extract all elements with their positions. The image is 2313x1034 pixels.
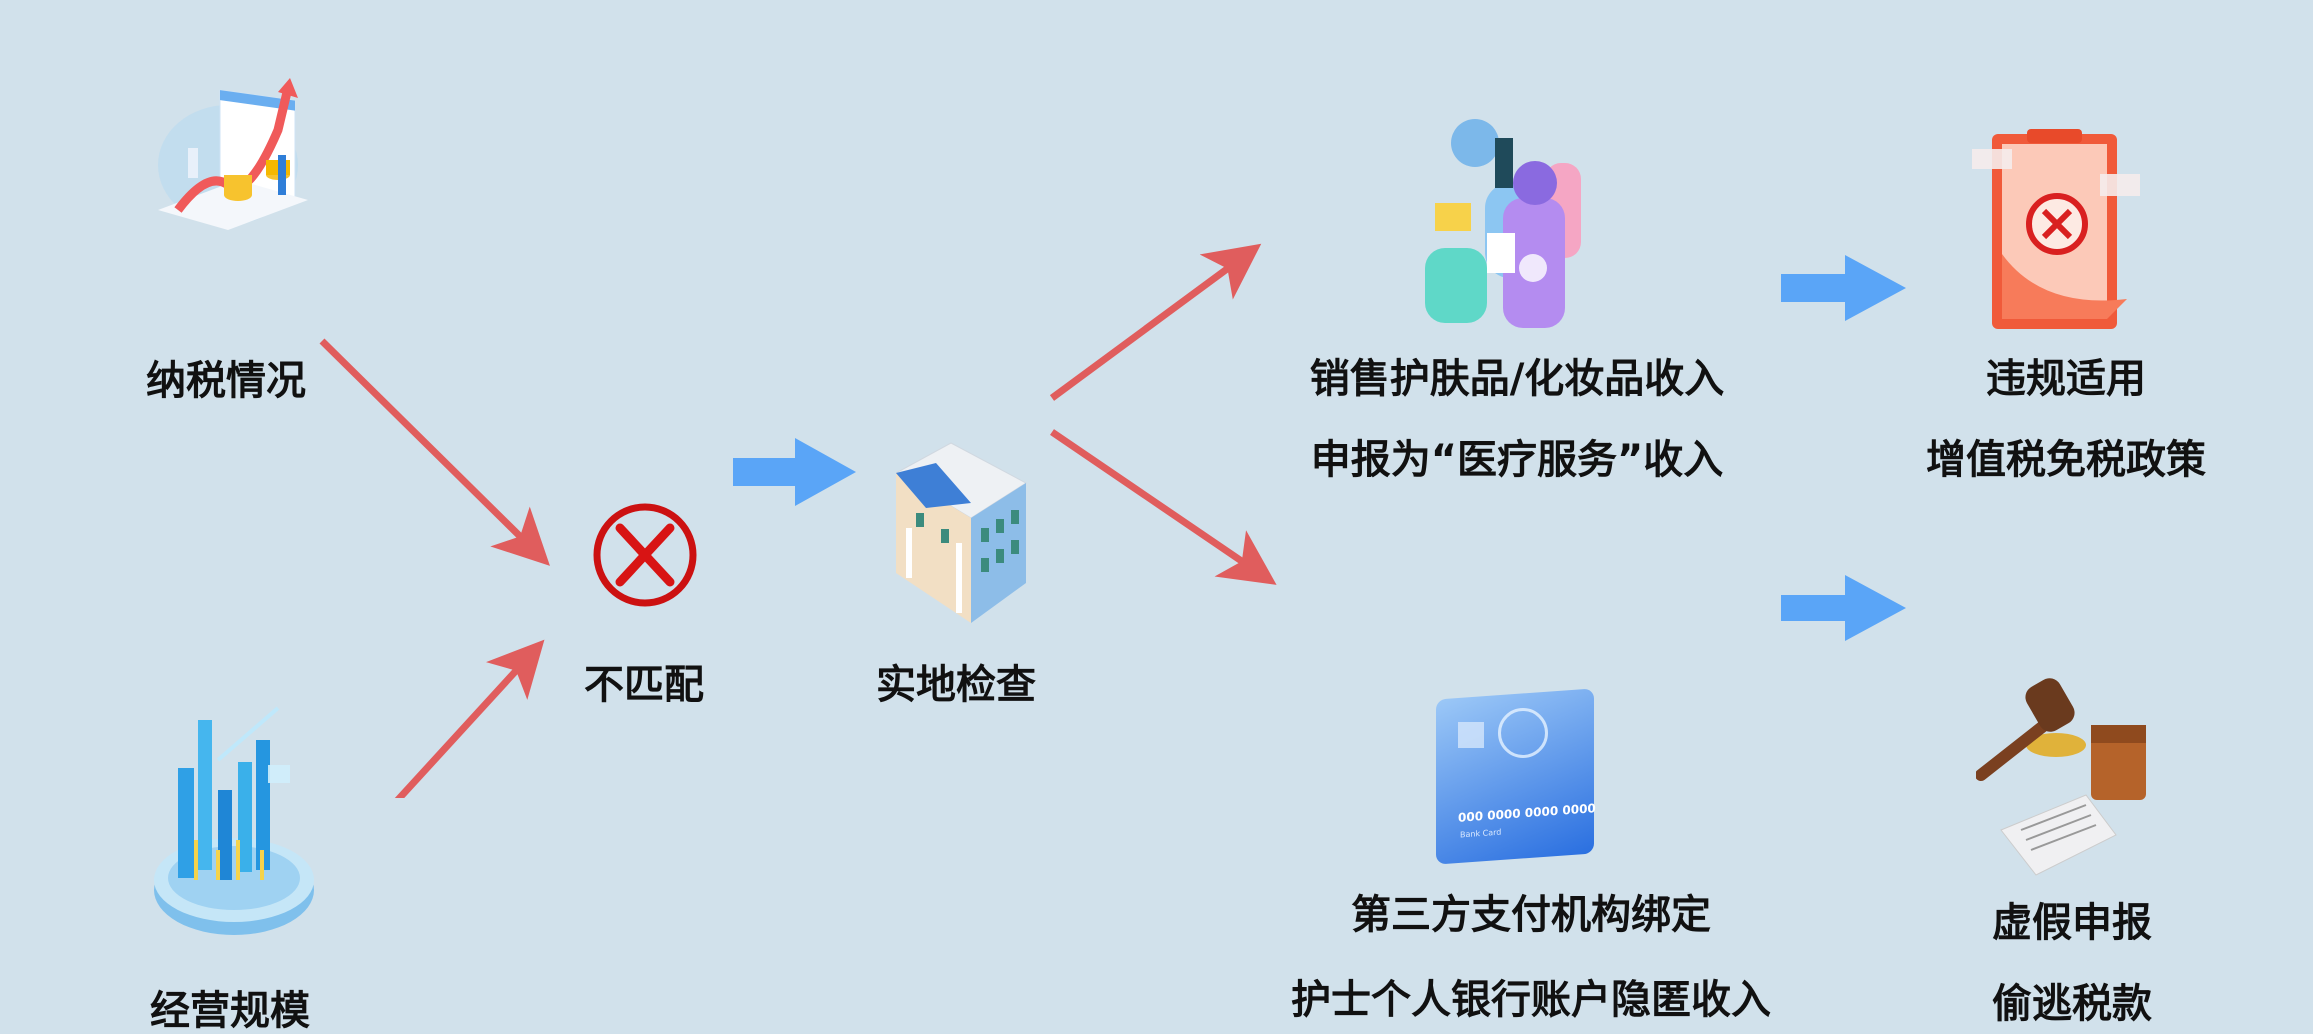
rejected-clipboard-icon [1972,129,2140,329]
node-evasion-line1: 虚假申报 [1992,900,2152,946]
node-payment-line1: 第三方支付机构绑定 [1351,892,1711,938]
node-tax-status: 纳税情况 [146,358,306,404]
node-cosmetics-line1: 销售护肤品/化妆品收入 [1309,356,1725,402]
arrow-inspection-to-cosmetics [1049,243,1262,401]
node-vat-line1: 违规适用 [1986,356,2146,402]
arrow-tax-to-mismatch [319,338,550,566]
tax-report-chart-icon [158,78,308,230]
cosmetics-bottles-icon [1425,119,1581,328]
node-business-scale: 经营规模 [150,988,310,1034]
cross-circle-icon [593,503,697,607]
gavel-document-icon [1976,678,2146,876]
node-payment-line2: 护士个人银行账户隐匿收入 [1291,977,1771,1023]
bank-card-icon: 000 0000 0000 0000 Bank Card [1436,688,1598,865]
arrow-inspection-to-payment [1050,429,1277,585]
node-evasion-line2: 偷逃税款 [1992,981,2152,1027]
bar-chart-platform-icon [154,706,314,935]
connector-arrows [319,243,1906,798]
node-cosmetics-line2: 申报为“医疗服务”收入 [1310,437,1724,483]
blue-arrow-mismatch-to-inspection [733,438,856,506]
node-vat-line2: 增值税免税政策 [1926,437,2206,483]
arrow-scale-to-mismatch [394,639,545,798]
node-mismatch: 不匹配 [584,662,704,708]
node-onsite-inspection: 实地检查 [876,662,1036,708]
building-icon [896,442,1027,623]
blue-arrow-cosmetics-to-vat [1781,255,1906,321]
blue-arrow-payment-to-evasion [1781,575,1906,641]
